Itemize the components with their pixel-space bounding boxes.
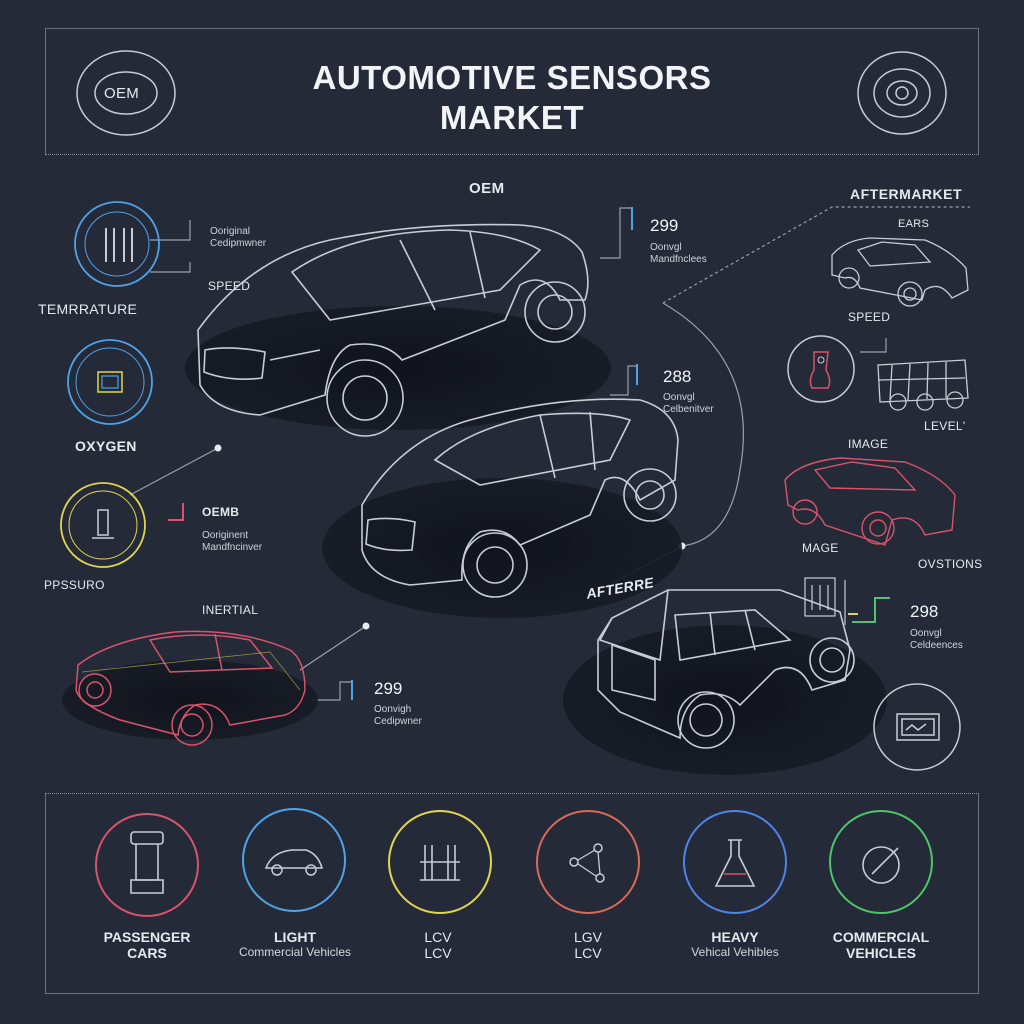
trailer-icon <box>877 359 969 411</box>
segment-label-line2: LCV <box>424 945 452 961</box>
header-frame <box>45 28 979 155</box>
segment-commercial-vehicles: COMMERCIAL VEHICLES <box>811 929 951 961</box>
sensor-label-pressure: PPSSURO <box>44 578 105 592</box>
charger-icon <box>804 577 846 625</box>
segment-label-line1: LGV <box>573 929 602 945</box>
speed-sensor-icon <box>787 335 855 403</box>
stat-value: 299 <box>374 679 403 698</box>
oem-heading: OEM <box>469 180 505 197</box>
sensor-label-temperature: TEMRRATURE <box>38 301 138 317</box>
temperature-sensor-icon <box>74 201 160 287</box>
segment-lcv: LCV LCV <box>368 929 508 961</box>
car-icon <box>242 808 346 912</box>
oemb-description: Ooriginent Mandfncinver <box>202 530 263 553</box>
display-sensor-icon <box>873 683 961 771</box>
segment-label-line2: LCV <box>574 945 602 961</box>
title-line-2: MARKET <box>439 99 585 136</box>
oem-coupe-illustration <box>75 630 306 746</box>
stat-value: 298 <box>910 602 939 621</box>
disc-icon <box>829 810 933 914</box>
segment-label-line2: Vehical Vehibles <box>691 945 779 959</box>
sensor-ring-icon <box>857 51 947 135</box>
aftermarket-label-ears: EARS <box>898 218 930 230</box>
flask-icon <box>683 810 787 914</box>
aftermarket-label-level: LEVEL' <box>924 419 966 433</box>
segment-label-line1: PASSENGER <box>103 929 191 945</box>
aftermarket-label-speed: SPEED <box>848 310 891 324</box>
segment-label-line1: LCV <box>424 929 452 945</box>
pressure-gauge-icon <box>388 810 492 914</box>
title-line-1: AUTOMOTIVE SENSORS <box>312 59 712 96</box>
sensor-cylinder-icon <box>95 813 199 917</box>
segment-label-line1: COMMERCIAL <box>832 929 930 945</box>
aftermarket-connector <box>662 206 970 304</box>
aftermarket-label-image: IMAGE <box>848 437 889 451</box>
segments-divider <box>45 793 979 794</box>
aftermarket-label-ovstions: OVSTIONS <box>918 557 983 571</box>
segment-heavy: HEAVY Vehical Vehibles <box>665 929 805 959</box>
stat-label: Oonvgl Celdeences <box>910 628 963 651</box>
aftermarket-car-icon <box>831 237 969 307</box>
segment-light-commercial: LIGHT Commercial Vehicles <box>222 929 368 959</box>
stat-value: 299 <box>650 216 679 235</box>
oem-crossover-illustration <box>361 398 679 598</box>
sensor-label-inertial: INERTIAL <box>202 603 259 617</box>
aftermarket-red-car-illustration <box>784 457 956 546</box>
oem-badge <box>76 50 176 136</box>
aftermarket-suv-illustration <box>597 589 855 749</box>
segment-label-line1: HEAVY <box>711 929 759 945</box>
segment-lgv: LGV LCV <box>518 929 658 961</box>
oxygen-sensor-icon <box>67 339 153 425</box>
aftermarket-label-mage: MAGE <box>802 541 839 555</box>
header-divider <box>45 154 979 155</box>
sensor-label-speed: SPEED <box>208 279 251 293</box>
stat-label: Oonvigh Cedipwner <box>374 704 422 727</box>
oemb-label: OEMB <box>202 505 240 519</box>
car-shadow <box>185 306 611 430</box>
sensor-label-oxygen: OXYGEN <box>75 438 137 454</box>
oem-badge-label: OEM <box>104 85 140 102</box>
segments-frame <box>45 793 979 994</box>
segment-label-line2: CARS <box>127 945 167 961</box>
segment-label-line1: LIGHT <box>274 929 316 945</box>
network-nodes-icon <box>536 810 640 914</box>
segment-passenger-cars: PASSENGER CARS <box>77 929 217 961</box>
aftermarket-heading: AFTERMARKET <box>850 186 963 202</box>
oem-callout-top: Ooriginal Cedipmwner <box>210 226 267 249</box>
stat-label: Oonvgl Celbenitver <box>663 392 714 415</box>
oem-sedan-illustration <box>197 223 589 437</box>
stat-label: Oonvgl Mandfnclees <box>650 242 707 265</box>
stat-value: 288 <box>663 367 692 386</box>
page-title: AUTOMOTIVE SENSORS MARKET <box>230 58 794 138</box>
segment-label-line2: Commercial Vehicles <box>238 945 352 959</box>
segment-label-line2: VEHICLES <box>845 945 916 961</box>
pressure-sensor-icon <box>60 482 146 568</box>
oem-aftermarket-curve <box>662 302 744 547</box>
